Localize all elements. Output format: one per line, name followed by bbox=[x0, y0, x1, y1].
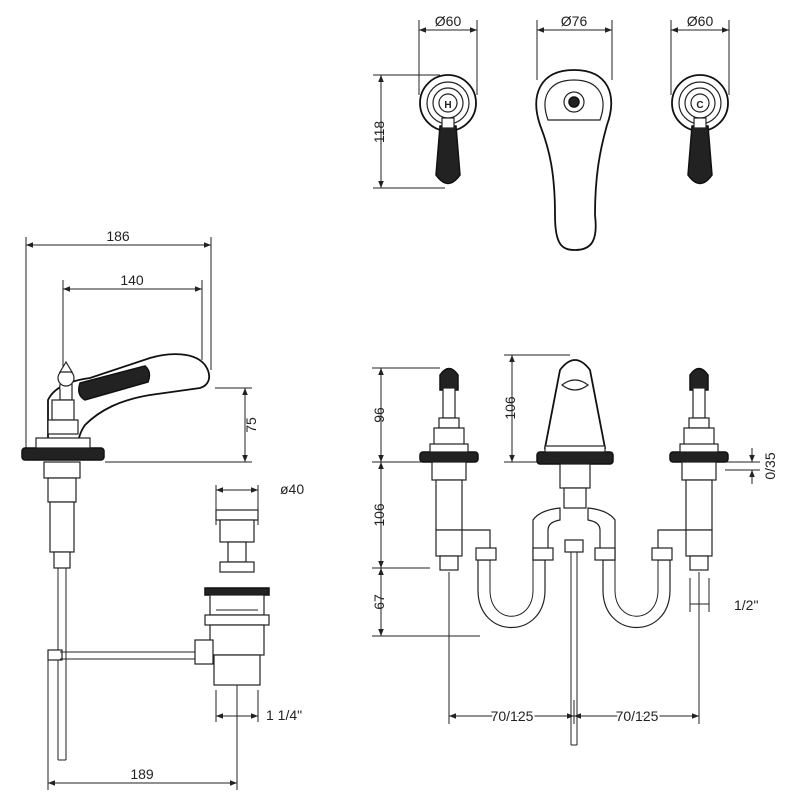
dim-deck-thickness: 0/35 bbox=[725, 448, 778, 484]
side-base bbox=[21, 447, 105, 461]
dim-waste-rod: 189 bbox=[47, 660, 238, 790]
front-view: 96 106 106 67 0/35 bbox=[371, 354, 778, 746]
dim-label: Ø76 bbox=[561, 13, 588, 29]
dim-supply-thread: 1/2" bbox=[689, 578, 758, 613]
dim-label: 106 bbox=[371, 503, 387, 527]
dim-front-spout-height: 106 bbox=[502, 354, 570, 463]
svg-text:H: H bbox=[444, 100, 451, 111]
dim-label: 118 bbox=[371, 121, 387, 144]
dim-label: 67 bbox=[371, 594, 387, 610]
dim-label: 0/35 bbox=[762, 452, 778, 479]
dim-top-height: 118 bbox=[371, 74, 445, 189]
side-view: 186 140 75 bbox=[21, 228, 304, 790]
dim-top-spout-diameter: Ø76 bbox=[536, 13, 613, 80]
dim-top-right-diameter: Ø60 bbox=[670, 13, 730, 95]
dim-label: 140 bbox=[120, 272, 144, 288]
dim-side-handshower: 140 bbox=[62, 272, 203, 372]
dim-side-height: 75 bbox=[105, 387, 259, 463]
dim-label: 70/125 bbox=[491, 708, 534, 724]
dim-label: 186 bbox=[106, 228, 130, 244]
top-view: Ø60 Ø76 Ø60 118 H bbox=[371, 13, 730, 251]
dim-top-left-diameter: Ø60 bbox=[418, 13, 478, 95]
front-pipes bbox=[462, 507, 686, 746]
svg-text:C: C bbox=[696, 100, 703, 111]
dim-label: Ø60 bbox=[435, 13, 462, 29]
dim-front-handle-height: 96 bbox=[371, 367, 440, 463]
waste-rod bbox=[47, 649, 195, 661]
dim-label: Ø60 bbox=[687, 13, 714, 29]
front-spout bbox=[536, 359, 614, 509]
top-spout bbox=[535, 69, 613, 251]
dim-side-overall: 186 bbox=[25, 228, 212, 455]
dim-label: 1 1/4" bbox=[266, 707, 302, 723]
front-right-valve bbox=[669, 367, 729, 571]
dim-label: ø40 bbox=[280, 481, 304, 497]
dim-front-body-height: 106 bbox=[371, 462, 430, 569]
dim-label: 189 bbox=[130, 766, 154, 782]
dim-label: 1/2" bbox=[734, 597, 758, 613]
popup-waste: ø40 1 1/4" bbox=[194, 481, 304, 723]
top-right-handle: C bbox=[671, 74, 729, 185]
dim-label: 70/125 bbox=[616, 708, 659, 724]
dim-label: 106 bbox=[502, 396, 518, 420]
side-handshower bbox=[47, 353, 211, 446]
dim-front-pipe-height: 67 bbox=[371, 568, 480, 637]
dim-centers: 70/125 70/125 bbox=[448, 572, 700, 726]
side-underbody bbox=[43, 461, 81, 761]
front-left-valve bbox=[419, 367, 479, 571]
top-left-handle: H bbox=[419, 74, 477, 185]
dim-label: 75 bbox=[243, 417, 259, 433]
dim-label: 96 bbox=[371, 407, 387, 423]
